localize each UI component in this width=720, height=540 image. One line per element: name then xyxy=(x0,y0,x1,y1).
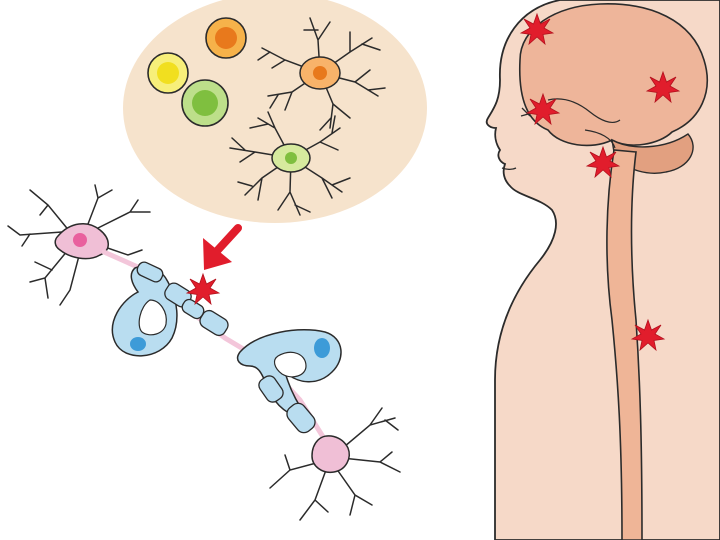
human-profile xyxy=(485,0,720,540)
neuron-nucleus-top xyxy=(73,233,87,247)
astrocyte-green xyxy=(229,111,351,216)
neuron-soma-bottom xyxy=(311,435,350,474)
dendrites-bottom xyxy=(269,407,401,521)
immune-cell-yellow xyxy=(147,52,189,94)
neuron xyxy=(7,184,401,521)
brain xyxy=(518,3,708,174)
immune-cell-green xyxy=(181,79,229,127)
dendrites-top xyxy=(7,184,151,306)
myelin-sheath-2 xyxy=(164,282,229,337)
zoom-bubble xyxy=(123,0,427,223)
myelin-sheath-1 xyxy=(111,261,178,357)
down-arrow-icon xyxy=(203,224,242,270)
immune-cell-orange xyxy=(205,17,247,59)
spinal-cord xyxy=(606,149,643,540)
myelin-sheath-3 xyxy=(236,329,342,434)
astrocyte-orange xyxy=(257,17,386,131)
mouth xyxy=(501,167,517,171)
